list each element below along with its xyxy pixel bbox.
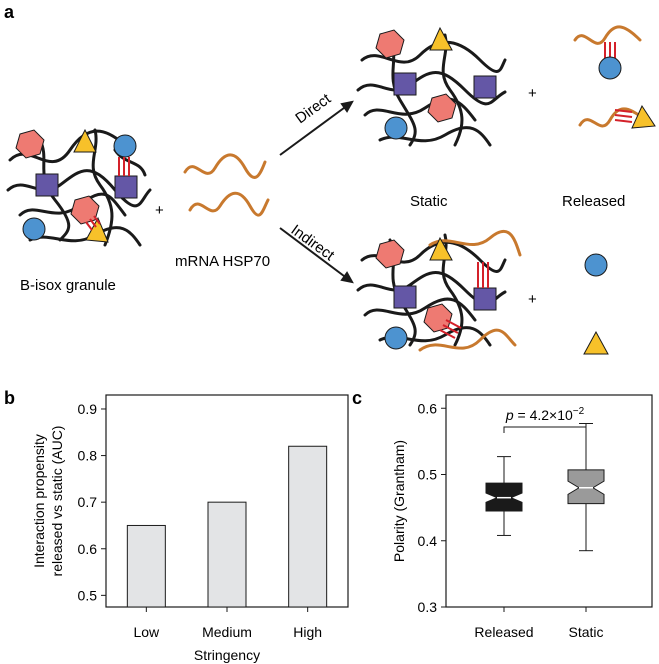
- binding-bonds: [85, 157, 130, 231]
- x-tick-label: Static: [568, 624, 603, 640]
- y-tick-label: 0.9: [78, 401, 98, 417]
- y-axis-label: Polarity (Grantham): [391, 440, 407, 562]
- mrna-strands: [183, 153, 270, 217]
- panel-c-letter: c: [352, 388, 362, 408]
- y-axis-label-line1: Interaction propensity: [31, 434, 47, 568]
- y-tick-label: 0.3: [418, 599, 438, 615]
- hexagon-node: [70, 195, 100, 225]
- x-tick-label: High: [293, 624, 322, 640]
- y-tick-label: 0.6: [418, 400, 438, 416]
- plus-top: +: [528, 85, 537, 102]
- bar-low: [126, 524, 166, 608]
- triangle-node: [429, 26, 453, 51]
- bar-medium: [207, 501, 247, 608]
- hexagon-node: [15, 129, 45, 159]
- y-tick-label: 0.6: [78, 541, 98, 557]
- bar-chart: Interaction propensity released vs stati…: [31, 394, 349, 663]
- circle-node: [22, 217, 46, 241]
- circle-node: [113, 134, 137, 158]
- arrows: [279, 100, 354, 284]
- hexagon-node: [375, 29, 405, 59]
- bar-high: [288, 445, 328, 608]
- plus-bottom: +: [528, 291, 537, 308]
- x-axis-label: Stringency: [194, 647, 260, 663]
- circle-node: [598, 56, 622, 80]
- square-node: [35, 173, 59, 197]
- y-tick-label: 0.7: [78, 494, 98, 510]
- granule-label: B-isox granule: [20, 277, 116, 294]
- y-tick-label: 0.5: [78, 587, 98, 603]
- bound-bonds: [439, 262, 489, 339]
- y-tick-label: 0.4: [418, 533, 438, 549]
- released-bonds: [604, 42, 633, 123]
- panel-b-letter: b: [4, 388, 15, 408]
- triangle-node: [631, 104, 656, 129]
- released-rna: [573, 25, 650, 128]
- panel-a-letter: a: [4, 2, 15, 22]
- square-node: [393, 285, 417, 309]
- triangle-node: [583, 330, 609, 355]
- mrna-label: mRNA HSP70: [175, 253, 270, 270]
- y-axis-label-line2: released vs static (AUC): [49, 426, 65, 577]
- released-label: Released: [562, 193, 625, 210]
- triangle-node: [429, 236, 453, 261]
- triangle-node: [73, 128, 97, 153]
- square-node: [393, 72, 417, 96]
- plus-sign: +: [155, 202, 164, 219]
- direct-label: Direct: [292, 90, 334, 127]
- x-tick-label: Released: [474, 624, 533, 640]
- hexagon-node: [375, 239, 405, 269]
- circle-node: [384, 326, 408, 350]
- y-tick-label: 0.8: [78, 448, 98, 464]
- y-tick-label: 0.5: [418, 467, 438, 483]
- circle-node: [584, 253, 608, 277]
- static-label: Static: [410, 193, 448, 210]
- indirect-label: Indirect: [288, 221, 338, 264]
- circle-node: [384, 116, 408, 140]
- square-node: [473, 75, 497, 99]
- box-plot: Polarity (Grantham) p = 4.2×10−2 0.3 0.4 0…: [391, 394, 653, 640]
- hexagon-node: [427, 93, 457, 123]
- x-tick-label: Medium: [202, 624, 252, 640]
- pvalue-label: p = 4.2×10−2: [505, 406, 585, 423]
- box-static: [567, 469, 605, 505]
- square-node: [114, 175, 138, 199]
- square-node: [473, 287, 497, 311]
- bound-rna: [418, 229, 522, 352]
- plot-frame: [445, 394, 653, 608]
- significance-bracket: [503, 426, 587, 433]
- x-tick-label: Low: [133, 624, 160, 640]
